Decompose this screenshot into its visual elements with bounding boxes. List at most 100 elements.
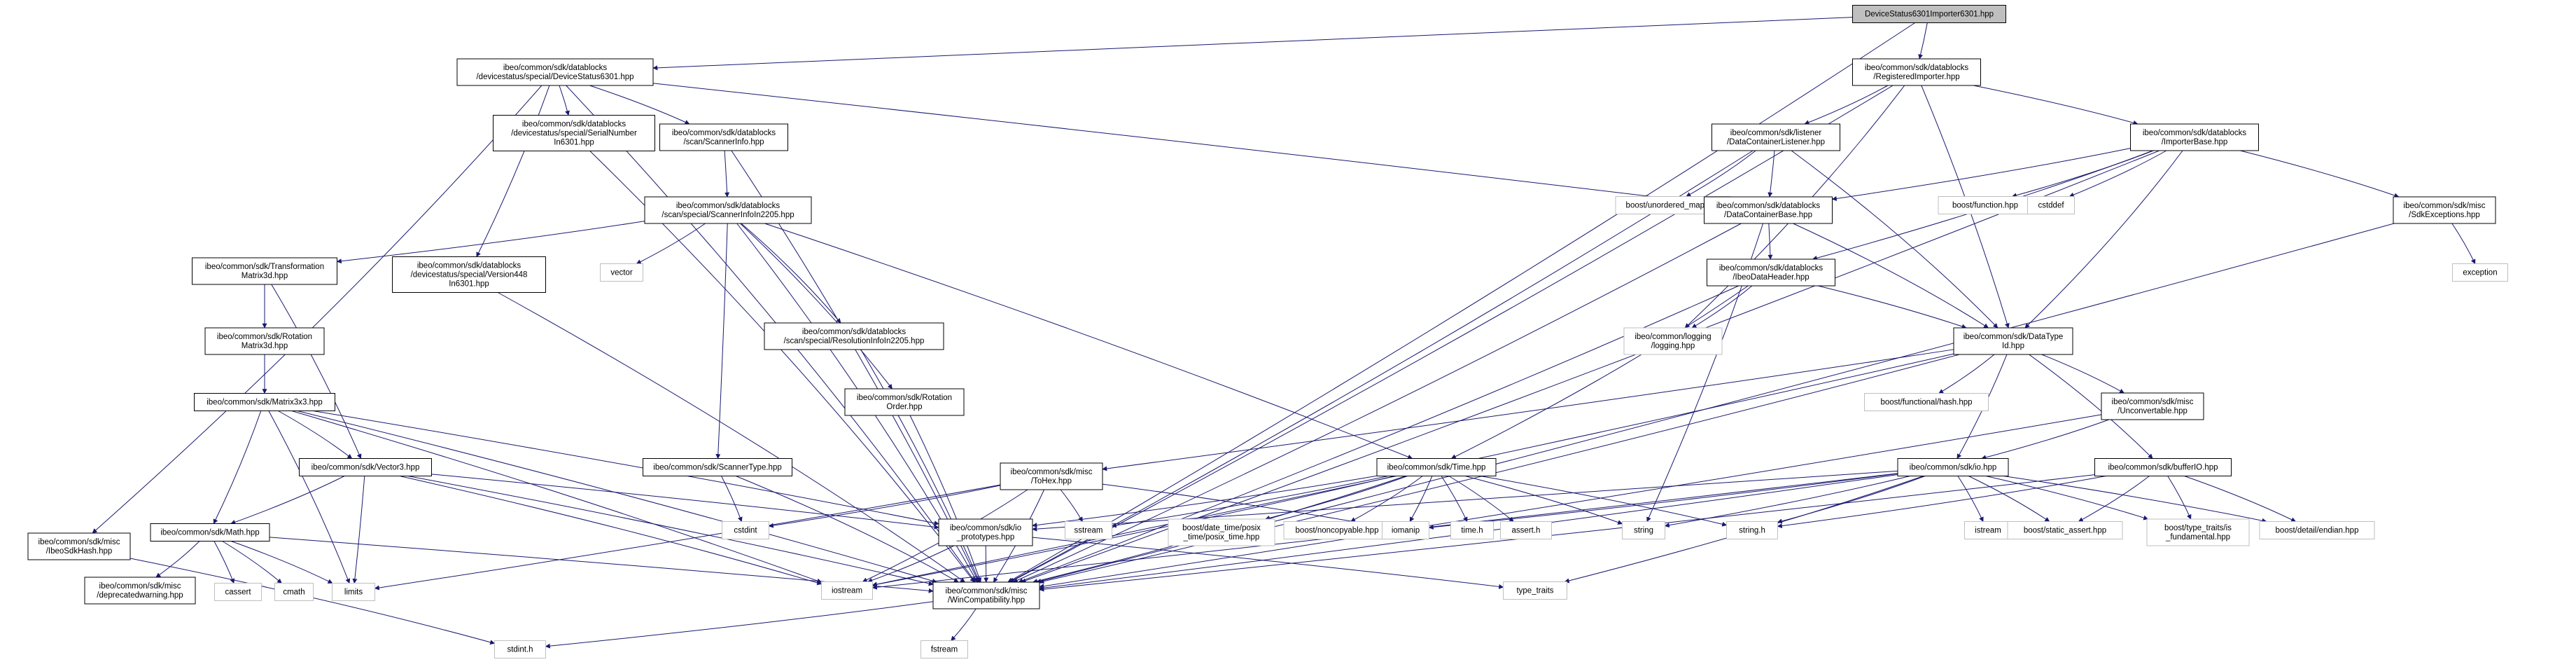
dependency-edges [92, 17, 2476, 649]
node-dclistener[interactable]: ibeo/common/sdk/listener/DataContainerLi… [1712, 123, 1840, 151]
node-label-line: ibeo/common/sdk/datablocks [1716, 202, 1821, 210]
node-label-line: cmath [283, 588, 304, 597]
edge-bufio-to-endian [2184, 476, 2297, 522]
edge-impbase-to-cstddef [2068, 150, 2167, 198]
node-label-line: /scan/special/ResolutionInfoIn2205.hpp [784, 337, 925, 345]
node-iomanip: iomanip [1382, 521, 1429, 539]
node-box [844, 388, 965, 416]
node-ri2205[interactable]: ibeo/common/sdk/datablocks/scan/special/… [764, 322, 944, 350]
edge-vector3-to-math [230, 476, 345, 525]
node-label-line: boost/type_traits/is [2164, 524, 2232, 532]
edge-io-to-ioproto [1032, 470, 1898, 532]
node-root[interactable]: DeviceStatus6301Importer6301.hpp [1852, 5, 2006, 23]
node-cstddef: cstddef [2027, 196, 2075, 214]
node-label-line: ibeo/common/sdk/datablocks [802, 328, 906, 336]
node-unconv[interactable]: ibeo/common/sdk/misc/Unconvertable.hpp [2101, 392, 2204, 420]
node-label-line: In6301.hpp [449, 280, 489, 289]
node-label-line: ibeo/common/sdk/misc [1011, 468, 1093, 476]
edge-si2205-to-tm3d [336, 221, 645, 264]
edge-time-to-iomanip [1409, 476, 1433, 523]
node-box [392, 256, 546, 293]
node-box [2452, 263, 2508, 282]
node-impbase[interactable]: ibeo/common/sdk/datablocks/ImporterBase.… [2130, 123, 2259, 151]
node-label-line: boost/static_assert.hpp [2024, 527, 2106, 535]
edge-dclistener-to-dtid [1791, 150, 1998, 329]
node-math[interactable]: ibeo/common/sdk/Math.hpp [150, 523, 270, 542]
node-box [1065, 521, 1112, 539]
node-ds6301[interactable]: ibeo/common/sdk/datablocks/devicestatus/… [456, 58, 654, 86]
node-m3x3[interactable]: ibeo/common/sdk/Matrix3x3.hpp [194, 393, 335, 411]
edge-impbase-to-wincompat [1021, 150, 2160, 584]
node-label-line: /devicestatus/special/Version448 [411, 271, 528, 280]
node-regimp[interactable]: ibeo/common/sdk/datablocks/RegisteredImp… [1852, 58, 1981, 86]
edge-m3x3-to-iostream [291, 411, 822, 584]
node-box [2130, 123, 2259, 151]
node-exception: exception [2452, 263, 2508, 282]
node-scannerinfo[interactable]: ibeo/common/sdk/datablocks/scan/ScannerI… [659, 123, 788, 151]
node-sdkhash[interactable]: ibeo/common/sdk/misc/IbeoSdkHash.hpp [27, 532, 131, 560]
node-bufio[interactable]: ibeo/common/sdk/bufferIO.hpp [2094, 458, 2232, 476]
edge-time-to-ioproto [1032, 475, 1378, 528]
node-tm3d[interactable]: ibeo/common/sdk/TransformationMatrix3d.h… [192, 257, 337, 285]
node-io[interactable]: ibeo/common/sdk/io.hpp [1897, 458, 2009, 476]
node-vector3[interactable]: ibeo/common/sdk/Vector3.hpp [299, 458, 432, 476]
edge-dcbase-to-wincompat [1012, 223, 1742, 583]
node-si2205[interactable]: ibeo/common/sdk/datablocks/scan/special/… [644, 196, 812, 224]
edge-math-to-limits [230, 541, 333, 584]
node-label-line: /SdkExceptions.hpp [2409, 211, 2480, 219]
edge-regimp-to-dclistener [1804, 85, 1889, 125]
node-dcbase[interactable]: ibeo/common/sdk/datablocks/DataContainer… [1704, 196, 1833, 224]
node-box [2393, 196, 2496, 224]
node-box [2007, 521, 2123, 539]
node-endian: boost/detail/endian.hpp [2259, 521, 2375, 539]
node-logging: ibeo/common/logging/logging.hpp [1623, 327, 1723, 355]
node-ibeodh[interactable]: ibeo/common/sdk/datablocks/IbeoDataHeade… [1707, 258, 1835, 287]
node-label-line: iomanip [1392, 527, 1420, 535]
node-time[interactable]: ibeo/common/sdk/Time.hpp [1376, 458, 1497, 476]
edge-sdkhash-to-stdinth [130, 558, 496, 645]
node-label-line: ibeo/common/sdk/misc [2112, 398, 2194, 406]
node-label-line: istream [1975, 527, 2001, 535]
node-label-line: /devicestatus/special/SerialNumber [511, 130, 637, 138]
node-tohex[interactable]: ibeo/common/sdk/misc/ToHex.hpp [1000, 462, 1103, 490]
node-sdkexc[interactable]: ibeo/common/sdk/misc/SdkExceptions.hpp [2393, 196, 2496, 224]
node-label-line: ibeo/common/sdk/datablocks [417, 262, 522, 270]
node-label-line: ibeo/common/sdk/Math.hpp [160, 529, 259, 537]
edge-root-to-regimp [1918, 22, 1928, 60]
node-label-line: boost/detail/endian.hpp [2276, 527, 2359, 535]
node-box [932, 581, 1040, 609]
node-v448[interactable]: ibeo/common/sdk/datablocks/devicestatus/… [392, 256, 546, 293]
edge-time-to-sstream [1111, 476, 1389, 528]
node-label-line: ibeo/common/sdk/io.hpp [1910, 464, 1997, 472]
node-box [722, 521, 769, 539]
node-ioproto[interactable]: ibeo/common/sdk/io_prototypes.hpp [938, 518, 1033, 546]
edge-dtid-to-bufio [2029, 354, 2153, 459]
node-box [600, 263, 643, 282]
edge-tohex-to-sstream [1060, 489, 1083, 523]
node-label-line: ibeo/common/sdk/datablocks [522, 120, 626, 129]
node-box [493, 115, 655, 151]
node-label-line: /DataContainerListener.hpp [1727, 138, 1825, 146]
node-label-line: ibeo/common/sdk/datablocks [1719, 264, 1823, 273]
node-label-line: /Unconvertable.hpp [2118, 407, 2188, 415]
edge-si2205-to-rotorder [740, 223, 892, 389]
node-label-line: ibeo/common/sdk/datablocks [676, 202, 780, 210]
node-deprecated[interactable]: ibeo/common/sdk/misc/deprecatedwarning.h… [84, 577, 196, 605]
node-box [1852, 5, 2006, 23]
node-box [2101, 392, 2204, 420]
node-label-line: ibeo/common/sdk/Transformation [205, 263, 324, 271]
node-scantype[interactable]: ibeo/common/sdk/ScannerType.hpp [643, 458, 792, 476]
node-label-line: time.h [1461, 527, 1483, 535]
node-box [274, 583, 314, 601]
node-label-line: sstream [1074, 527, 1103, 535]
edge-m3x3-to-limits [268, 411, 351, 584]
node-label-line: ibeo/common/sdk/misc [99, 582, 181, 591]
node-box [1503, 581, 1567, 600]
node-wincompat[interactable]: ibeo/common/sdk/misc/WinCompatibility.hp… [932, 581, 1040, 609]
node-label-line: string.h [1739, 527, 1765, 535]
node-box [2027, 196, 2075, 214]
node-serial[interactable]: ibeo/common/sdk/datablocks/devicestatus/… [493, 115, 655, 151]
